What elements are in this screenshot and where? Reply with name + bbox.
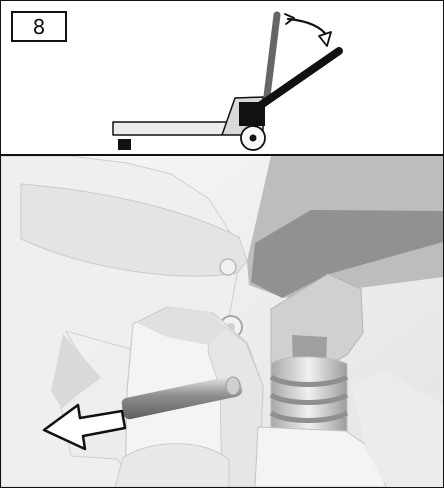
fork-outline [112,121,237,136]
front-wheel [118,139,131,150]
pump-housing-side [207,315,264,487]
handle-plate-shadow [251,210,443,298]
left-inner-shadow [51,334,101,407]
photo-panel [1,156,443,487]
spring-coil-1 [269,374,349,387]
base-casting [254,426,387,487]
arrow-icon [42,403,127,451]
pump-housing-top [137,307,226,345]
upper-bolt [219,258,237,276]
lower-left-cap [114,443,230,487]
pin [121,375,243,420]
pin-body [121,375,243,420]
rotation-arrow-shaft [286,17,329,38]
pin-removal-arrow [42,403,127,451]
lowered-handle [257,47,343,109]
spring-coil-2 [269,392,349,405]
hydraulic-pin-photo [1,156,443,487]
step-number-box: 8 [11,11,67,42]
upright-handle [263,11,281,100]
rotation-arrow-tail [284,13,295,25]
diagram-panel: 8 [1,1,443,156]
rear-wheel-hub [249,134,257,142]
right-lower-casting [351,371,443,487]
step-number: 8 [32,14,46,39]
pallet-jack-diagram [112,11,343,151]
spring-coil-3 [269,410,349,423]
pin-end [225,376,241,396]
rotation-arrow-head [318,31,332,47]
